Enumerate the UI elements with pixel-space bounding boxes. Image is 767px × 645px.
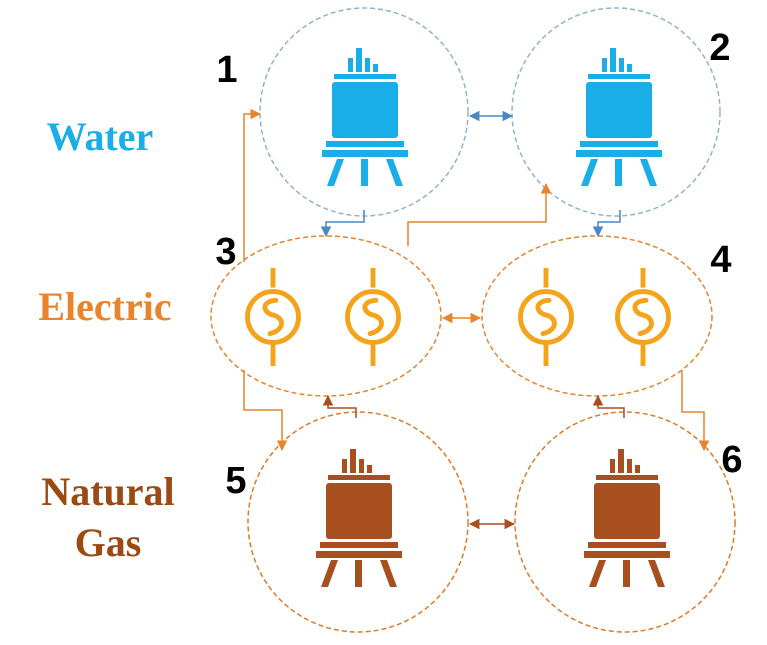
node-number-3: 3 [215,231,236,273]
node-number-2: 2 [709,27,730,69]
link-2-4 [592,210,621,238]
gas-label: Gas [75,520,142,565]
node-number-4: 4 [710,239,731,281]
water-node-1 [259,7,469,217]
node-number-6: 6 [721,439,742,481]
generator-icon [521,268,572,366]
electric-label: Electric [38,284,171,329]
water-node-2 [511,7,721,217]
link-3-5 [243,370,288,452]
link-3-2 [407,182,552,246]
gas-node-6 [514,411,736,633]
gas-node-5 [247,411,469,633]
gas-tank-icon [316,449,402,587]
natural-label: Natural [41,469,174,514]
link-6-4 [592,394,625,418]
link-5-3 [322,394,357,418]
link-4-6 [681,370,710,452]
link-1-3 [320,210,365,238]
node-number-5: 5 [225,460,246,502]
water-tank-icon [322,48,408,186]
gas-tank-icon [584,449,670,587]
generator-icon [248,268,299,366]
generator-icon [348,268,399,366]
water-label: Water [47,114,154,159]
water-tank-icon [576,48,662,186]
node-number-1: 1 [216,49,237,91]
generator-icon [618,268,669,366]
electric-node-4 [481,235,713,397]
electric-node-3 [210,235,442,397]
link-3-1 [243,108,262,262]
